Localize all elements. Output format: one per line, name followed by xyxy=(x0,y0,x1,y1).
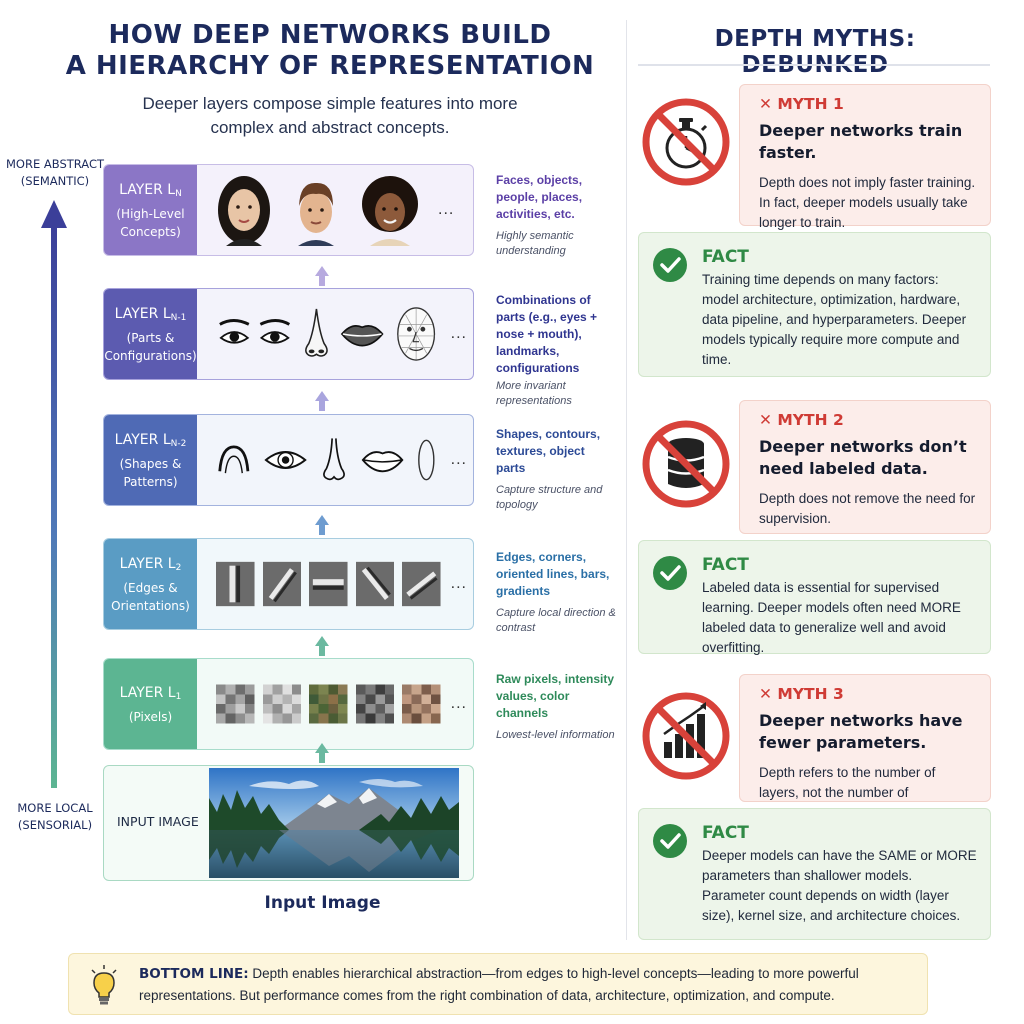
nose-part-icon xyxy=(305,308,328,357)
myth-3-card: ✕ MYTH 3 Deeper networks have fewer para… xyxy=(739,674,991,820)
layer-n-2-label: LAYER LN-2 (Shapes & Patterns) xyxy=(104,415,197,505)
pixel-patch-1-icon xyxy=(216,684,255,724)
pixel-patch-5-icon xyxy=(402,684,441,724)
layer-1-description: Raw pixels, intensity values, color chan… xyxy=(496,672,615,741)
database-banned-icon xyxy=(642,420,730,508)
stopwatch-banned-icon xyxy=(642,98,730,186)
more-ellipsis: ... xyxy=(438,201,455,218)
panel-divider xyxy=(626,20,627,940)
main-title-line2: A HIERARCHY OF REPRESENTATION xyxy=(65,51,595,81)
layer-n-1-box: LAYER LN-1 (Parts & Configurations) . xyxy=(103,288,474,380)
anti-diagonal-edge-filter-icon xyxy=(355,561,395,607)
oval-shape-icon xyxy=(418,439,435,481)
eye-shape-icon xyxy=(264,451,307,469)
myth-2-card: ✕ MYTH 2 Deeper networks don’t need labe… xyxy=(739,400,991,534)
myths-title: DEPTH MYTHS: DEBUNKED xyxy=(714,26,916,78)
myths-title-rule xyxy=(638,64,990,66)
more-ellipsis: ... xyxy=(450,575,467,592)
up-arrow-icon xyxy=(315,266,329,286)
up-arrow-icon xyxy=(315,636,329,656)
up-arrow-icon xyxy=(315,743,329,763)
horizontal-edge-filter-icon xyxy=(309,561,348,607)
main-title: HOW DEEP NETWORKS BUILD A HIERARCHY OF R… xyxy=(60,20,600,82)
layer-1-label: LAYER L1 (Pixels) xyxy=(104,659,197,749)
layer-n-label: LAYER LN (High-Level Concepts) xyxy=(104,165,197,255)
eyes-part-icon xyxy=(219,319,291,344)
layer-n-description: Faces, objects, people, places, activiti… xyxy=(496,173,583,257)
main-title-line1: HOW DEEP NETWORKS BUILD xyxy=(108,20,552,50)
layer-n-2-box: LAYER LN-2 (Shapes & Patterns) ... xyxy=(103,414,474,506)
bottom-line-banner: BOTTOM LINE: Depth enables hierarchical … xyxy=(68,953,928,1015)
pixel-patch-2-icon xyxy=(262,684,302,724)
lightbulb-icon xyxy=(91,965,117,1005)
face-landmarks-icon xyxy=(397,307,436,361)
layer-n-1-label: LAYER LN-1 (Parts & Configurations) xyxy=(104,289,197,379)
diagonal-edge-filter-icon xyxy=(262,561,302,607)
more-ellipsis: ... xyxy=(450,695,467,712)
check-icon xyxy=(653,556,687,590)
face-image-1-icon xyxy=(218,176,270,246)
abstraction-arrow-icon xyxy=(41,200,67,788)
layer-1-box: LAYER L1 (Pixels) xyxy=(103,658,474,750)
oblique-edge-filter-icon xyxy=(402,561,441,607)
check-icon xyxy=(653,824,687,858)
input-image-label: INPUT IMAGE xyxy=(117,814,199,829)
pixel-patch-3-icon xyxy=(309,684,348,724)
layer-n-1-description: Combinations of parts (e.g., eyes + nose… xyxy=(496,293,598,407)
bar-chart-banned-icon xyxy=(642,692,730,780)
check-icon xyxy=(653,248,687,282)
face-image-3-icon xyxy=(362,176,418,246)
input-image-caption: Input Image xyxy=(264,893,381,913)
up-arrow-icon xyxy=(315,391,329,411)
layer-n-box: LAYER LN (High-Level Concepts) ... xyxy=(103,164,474,256)
layer-2-description: Edges, corners, oriented lines, bars, gr… xyxy=(496,550,616,634)
fact-1-card: FACT Training time depends on many facto… xyxy=(638,232,991,377)
input-image-box: INPUT IMAGE xyxy=(103,765,474,881)
layer-n-2-description: Shapes, contours, textures, object parts… xyxy=(496,427,603,511)
mouth-part-icon xyxy=(340,324,384,347)
layer-2-label: LAYER L2 (Edges & Orientations) xyxy=(104,539,197,629)
more-ellipsis: ... xyxy=(450,451,467,468)
myth-1-card: ✕ MYTH 1 Deeper networks train faster. D… xyxy=(739,84,991,230)
pixel-patch-4-icon xyxy=(355,684,395,724)
layer-2-box: LAYER L2 (Edges & Orientations) ... xyxy=(103,538,474,630)
nose-shape-icon xyxy=(322,438,345,481)
more-ellipsis: ... xyxy=(450,325,467,342)
axis-label-bottom: MORE LOCAL (SENSORIAL) xyxy=(17,801,93,832)
lips-shape-icon xyxy=(361,451,404,473)
bottom-line-text: BOTTOM LINE: Depth enables hierarchical … xyxy=(139,966,859,1003)
face-image-2-icon xyxy=(298,182,334,246)
arc-shape-icon xyxy=(218,445,250,474)
landscape-image-icon xyxy=(209,768,459,878)
vertical-edge-filter-icon xyxy=(216,561,255,607)
subtitle: Deeper layers compose simple features in… xyxy=(142,94,518,137)
fact-2-card: FACT Labeled data is essential for super… xyxy=(638,540,991,655)
fact-3-card: FACT Deeper models can have the SAME or … xyxy=(638,808,991,940)
up-arrow-icon xyxy=(315,515,329,535)
axis-label-top: MORE ABSTRACT (SEMANTIC) xyxy=(6,157,105,188)
